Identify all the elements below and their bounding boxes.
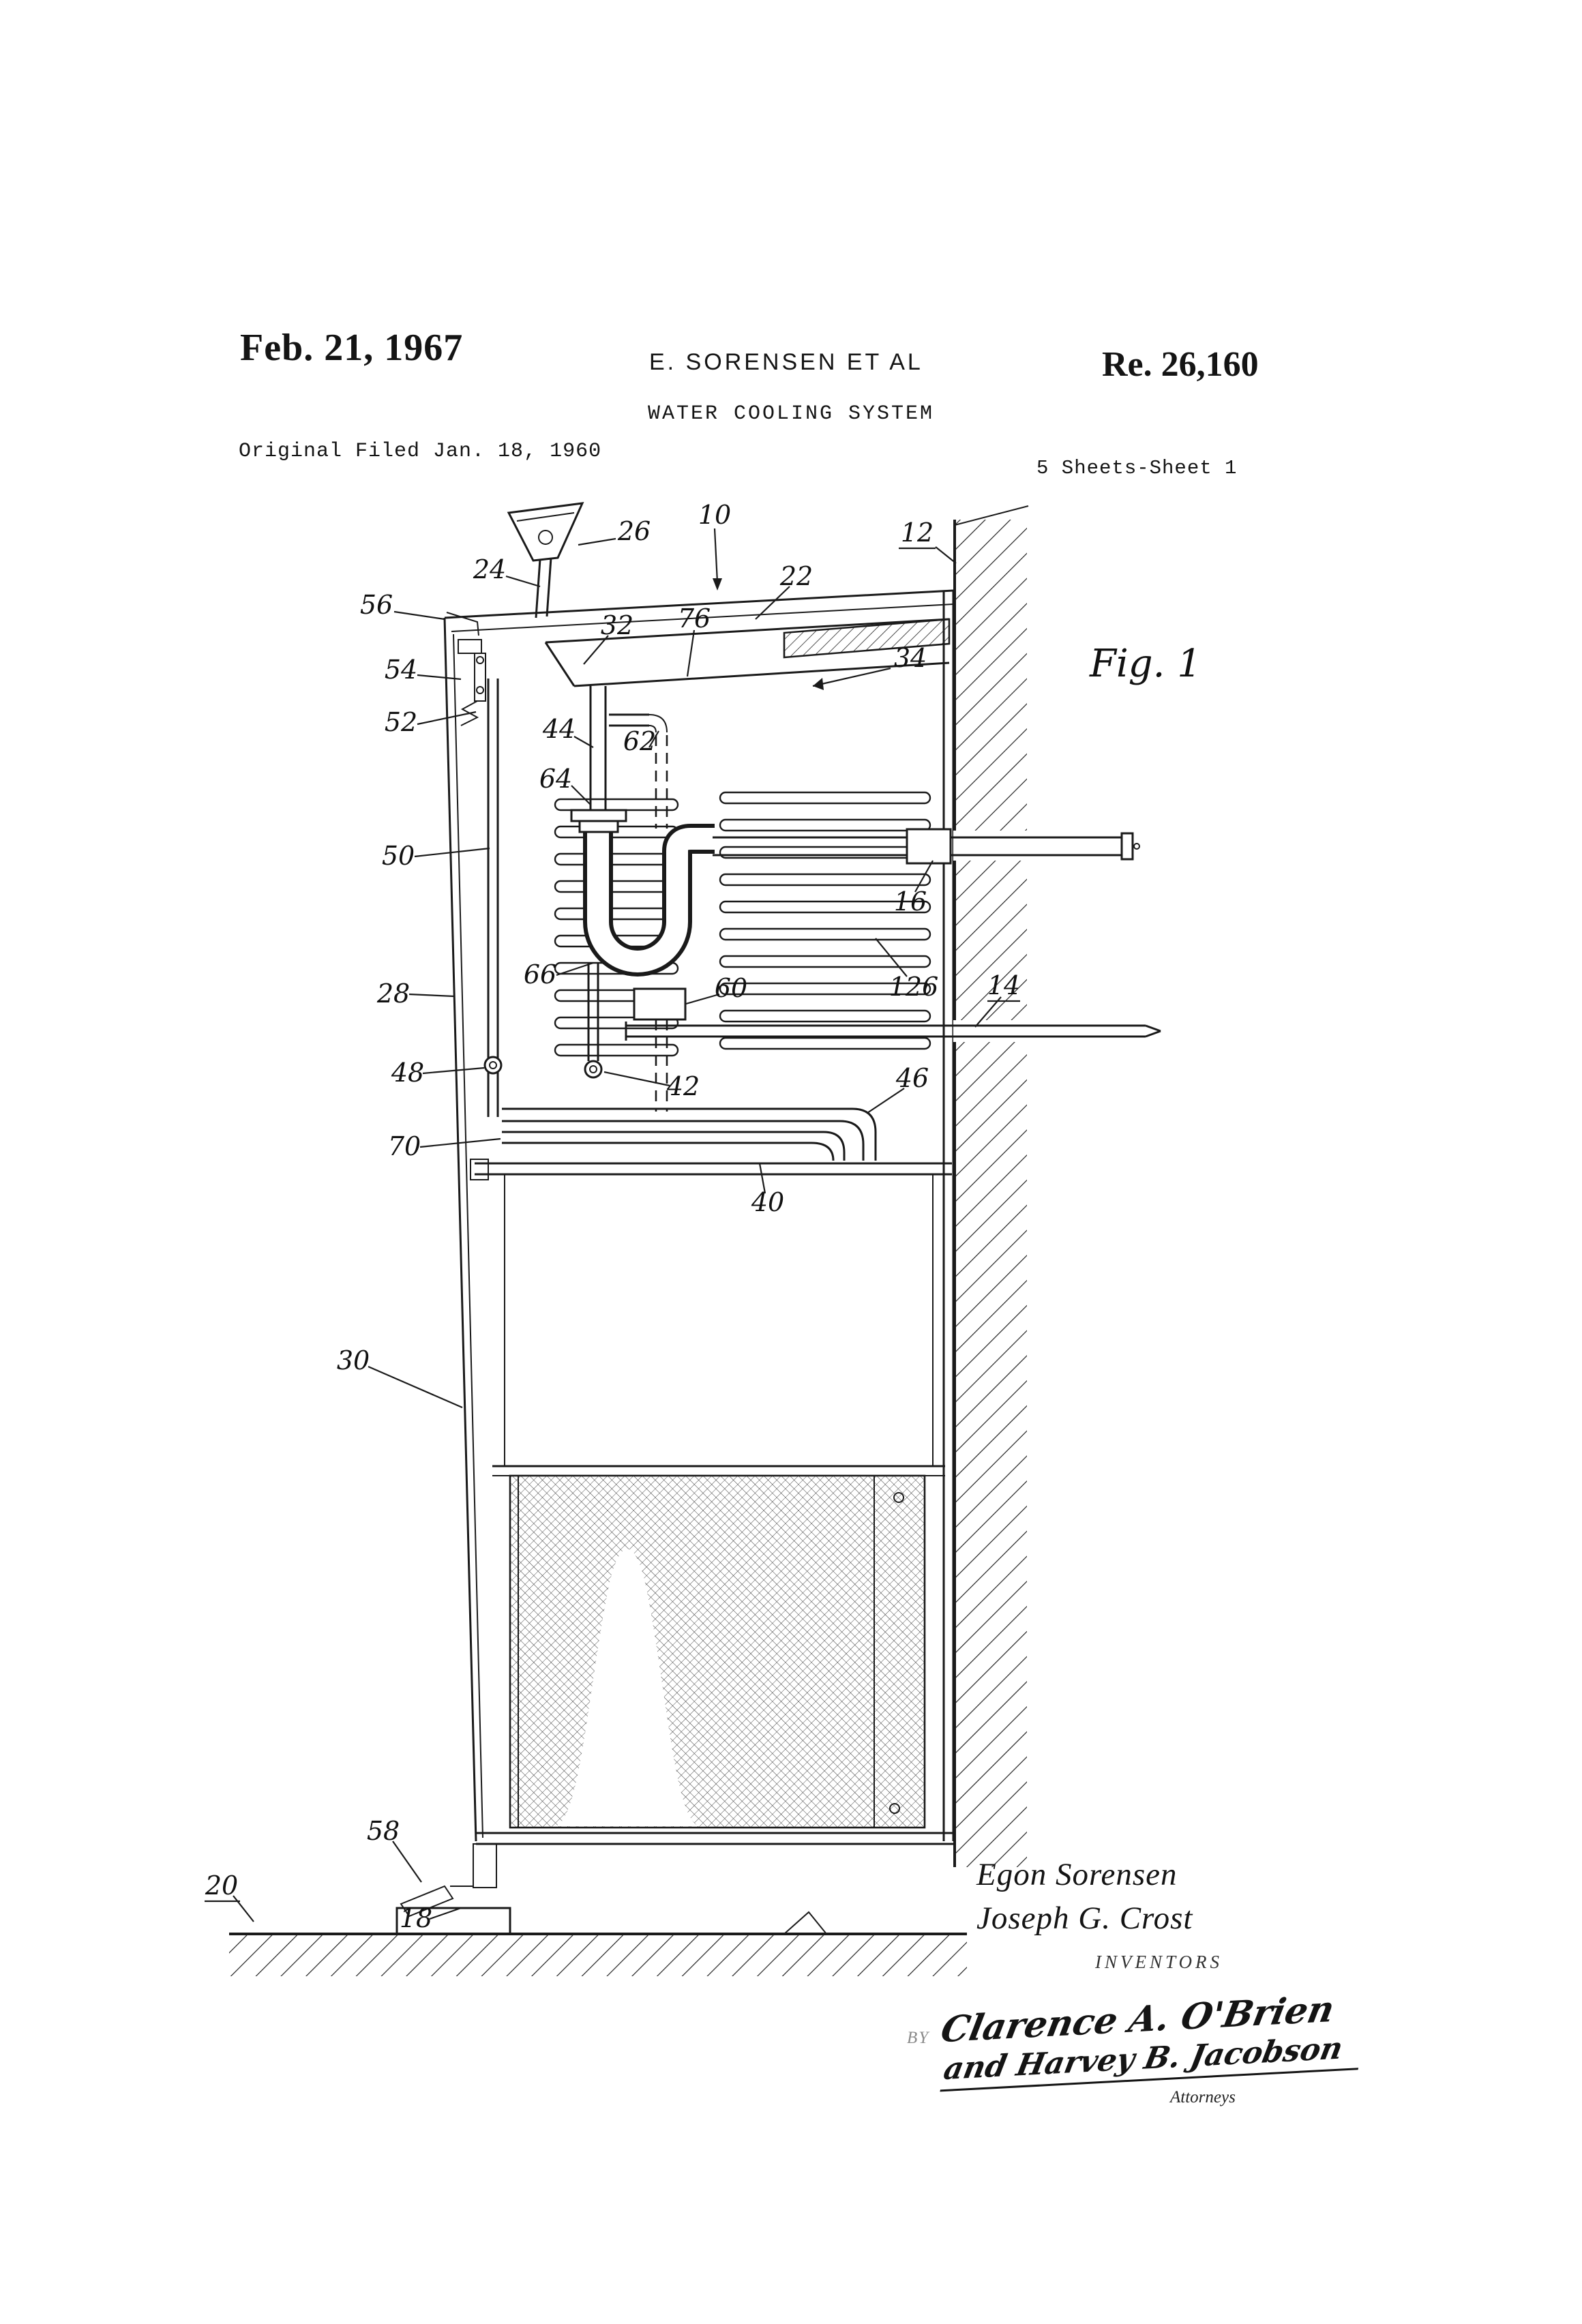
patent-number: Re. 26,160 [1102, 345, 1259, 384]
attorneys-label: Attorneys [1170, 2088, 1236, 2106]
inventors-label: INVENTORS [1095, 1952, 1223, 1972]
control-rod [625, 1020, 1161, 1042]
reference-numerals: 26 10 12 24 56 22 76 32 34 54 52 44 62 6… [205, 500, 1020, 1933]
bottom-piping [483, 1056, 877, 1161]
ref-label-18: 18 [400, 1903, 432, 1933]
ref-label-60: 60 [715, 973, 747, 1003]
ref-label-52: 52 [385, 707, 417, 737]
ref-label-126: 126 [889, 972, 939, 1002]
basin [544, 618, 951, 687]
ref-label-28: 28 [376, 979, 410, 1009]
ref-label-22: 22 [779, 561, 813, 591]
ref-label-16: 16 [894, 887, 927, 917]
left-channel [487, 679, 499, 1117]
ref-label-42: 42 [666, 1071, 700, 1101]
ref-label-10: 10 [698, 500, 731, 530]
hidden-piping [609, 713, 668, 1112]
left-bracket-details [446, 612, 486, 726]
ref-label-14: 14 [987, 970, 1020, 1000]
floor-section [229, 1911, 967, 1976]
ref-label-46: 46 [895, 1063, 929, 1093]
base-feet [395, 1843, 511, 1935]
drain-trap [570, 686, 715, 1079]
ref-label-44: 44 [542, 714, 576, 744]
patent-title: WATER COOLING SYSTEM [648, 402, 935, 426]
middle-panel [492, 1174, 945, 1476]
ref-label-66: 66 [524, 959, 556, 989]
lower-grille [509, 1474, 926, 1829]
sheet-info: 5 Sheets-Sheet 1 [1036, 457, 1238, 479]
cabinet-outline [443, 589, 955, 1845]
ref-label-64: 64 [539, 764, 572, 794]
ref-label-12: 12 [901, 518, 934, 548]
ref-label-76: 76 [678, 604, 711, 634]
by-label: BY [907, 2029, 930, 2047]
leader-lines [233, 528, 1002, 1922]
inventor-name-2: Joseph G. Crost [976, 1901, 1193, 1936]
ref-label-30: 30 [337, 1345, 370, 1375]
ref-label-54: 54 [385, 655, 417, 685]
control-box [633, 987, 687, 1021]
patent-date: Feb. 21, 1967 [240, 327, 464, 369]
figure-caption: Fig. 1 [1089, 642, 1202, 686]
ref-label-48: 48 [391, 1058, 424, 1088]
ref-label-24: 24 [473, 554, 506, 584]
ref-label-58: 58 [367, 1816, 400, 1846]
wall-section [953, 505, 1029, 1867]
ref-label-62: 62 [623, 726, 656, 756]
inventor-byline: E. SORENSEN ET AL [649, 349, 923, 375]
ref-label-20: 20 [205, 1871, 238, 1901]
ref-label-26: 26 [617, 516, 651, 546]
ref-label-56: 56 [360, 590, 393, 620]
ref-label-34: 34 [894, 643, 927, 673]
supply-pipe [713, 828, 1140, 865]
ref-label-40: 40 [751, 1187, 784, 1217]
filed-line: Original Filed Jan. 18, 1960 [239, 440, 602, 463]
mid-divider [470, 1159, 952, 1180]
ref-label-70: 70 [388, 1131, 421, 1161]
bubbler-funnel [507, 502, 584, 619]
ref-label-32: 32 [601, 610, 633, 640]
inventor-name-1: Egon Sorensen [976, 1857, 1178, 1892]
basin-grating [783, 618, 951, 659]
ref-label-50: 50 [382, 841, 415, 871]
